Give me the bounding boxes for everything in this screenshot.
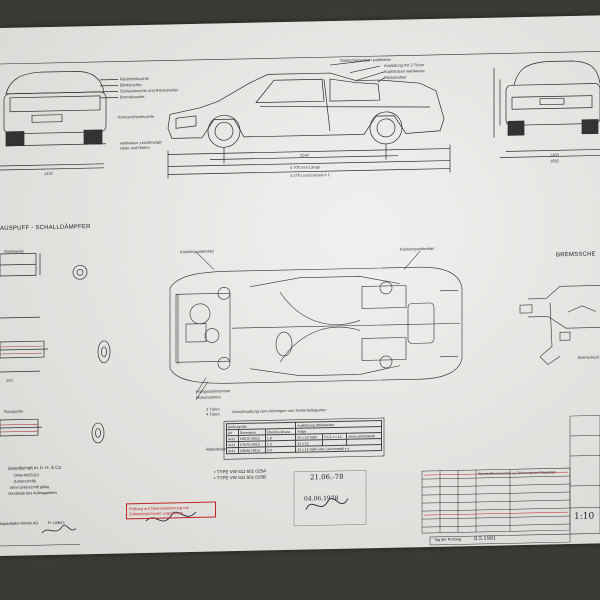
rear-view-car bbox=[0, 71, 107, 171]
table-cell: 4x11 bbox=[226, 447, 239, 454]
test-date-label: Tag der Prüfung bbox=[434, 537, 462, 542]
company-line-3: (Unterschrift) bbox=[14, 479, 36, 484]
brake-small-label: Bremsdruck bbox=[578, 354, 600, 360]
type-line-2-text: TYPE VW 811 601 025B bbox=[216, 474, 266, 481]
wheel-table-row-label: Räderteilen bbox=[206, 446, 227, 452]
rear-light-label-4: Bremsleuchte bbox=[120, 93, 145, 100]
company-line-2: DVW-0035313 bbox=[14, 473, 39, 478]
rear-width-dim: 1420 bbox=[44, 170, 53, 177]
chassis-number-label: Fahrgestellnummer bbox=[196, 388, 231, 394]
handwritten-sig-date: 04.06.1978 bbox=[304, 494, 339, 503]
type-line-1-text: TYPE VW 811 601 025A bbox=[216, 468, 266, 475]
reflector-note: Rückstrahler bbox=[384, 74, 407, 80]
plan-label-right: Kücheinpunktmittel bbox=[400, 245, 434, 252]
drawing-scale: 1:10 bbox=[574, 511, 595, 522]
side-view-car bbox=[167, 72, 451, 179]
plan-label-left: Kücheinpunktmittel bbox=[180, 248, 214, 255]
rossgarde-label: Rossgarde bbox=[4, 408, 24, 414]
company-line-7: R. Lüders bbox=[48, 520, 65, 525]
handwritten-date: 21.06.-78 bbox=[310, 472, 344, 482]
exhaust-dim-450: 450 bbox=[6, 377, 13, 383]
rear-light-label-2: Blinkleuchte bbox=[120, 82, 142, 88]
front-view-car bbox=[493, 60, 600, 158]
test-date: 8.5.1981 bbox=[474, 535, 497, 543]
table-cell: 6J x 14 Stahl oder Leichtmetall x x bbox=[295, 444, 382, 453]
length-dim: 4.700 mm Länge bbox=[290, 164, 321, 170]
front-width-dim: 1400 bbox=[550, 152, 559, 158]
front-height-dim: 1682 bbox=[550, 158, 559, 164]
company-line-6: Ingolstädter-Werke AG bbox=[0, 521, 39, 526]
wheelbase-dim: 2540 bbox=[300, 152, 309, 158]
company-line-4: ohne Unterschrift gültig bbox=[10, 484, 50, 490]
rear-light-label-1: Rückfahrleuchte bbox=[120, 75, 149, 82]
table-cell: 2,0 bbox=[265, 446, 296, 453]
strahlweite-label: Strahlweite bbox=[4, 248, 24, 254]
brake-section-title: BREMSSCHE bbox=[556, 251, 596, 259]
headrest-note: Kopfstützen wahlweise bbox=[384, 68, 425, 74]
plate-light-label: Kennzeichenleuchte bbox=[118, 113, 155, 120]
door-note: Ausladung mit 2 Türen bbox=[384, 62, 425, 68]
exhaust-parts bbox=[0, 252, 111, 444]
brake-schematic bbox=[519, 285, 600, 365]
length-sub-dim: 4.470 Leerzustand A 1 bbox=[290, 172, 330, 178]
wheel-table: Reifengröße Ausführung (Wahlweise) Art D… bbox=[226, 420, 382, 454]
table-cell: 185/60 HR14 bbox=[238, 446, 266, 454]
blueprint-drawing bbox=[0, 51, 600, 547]
inspection-stamp: Prüfung auf Übereinstimmung mit Zulassun… bbox=[126, 501, 216, 520]
stamp-line-2: Zulassungsmuster zugelassen bbox=[129, 510, 184, 517]
blueprint-sheet: Stahlschiebedach wahlweise Ausladung mit… bbox=[0, 15, 600, 557]
seatbelt-doors-4: 4 Türen bbox=[206, 411, 220, 417]
underbody-plan bbox=[169, 266, 463, 384]
engine-number-label: Motornummer bbox=[196, 394, 221, 400]
title-block bbox=[421, 415, 600, 546]
alloy-label-2: räder und Reifen bbox=[120, 144, 150, 151]
